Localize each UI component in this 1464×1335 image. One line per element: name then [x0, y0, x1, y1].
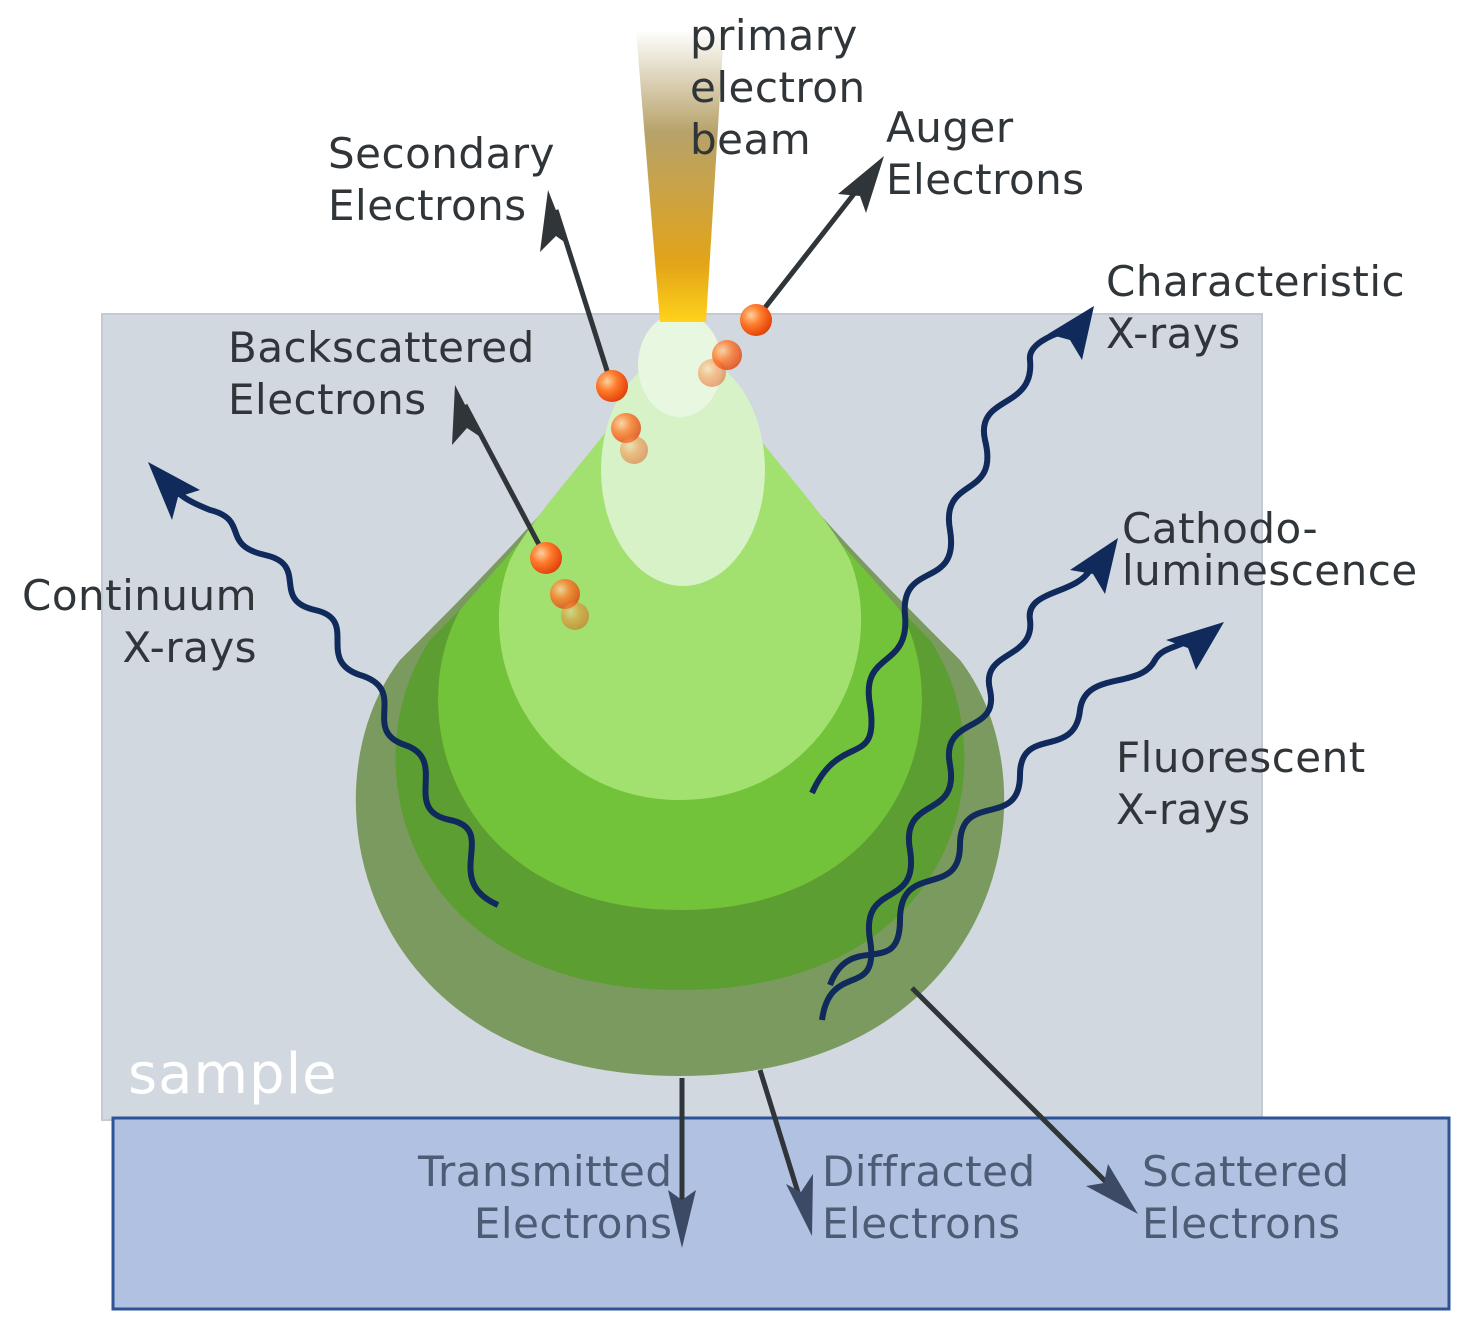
interaction-volume-center — [638, 313, 722, 417]
label-secondary-electrons: Secondary Electrons — [328, 129, 555, 230]
secondary-electrons-arrowhead — [540, 190, 570, 252]
continuum-xray-arrowhead — [148, 462, 200, 520]
backscattered-electrons-arrow — [462, 403, 547, 556]
auger-electrons-arrow — [758, 174, 870, 316]
electron-particle — [620, 436, 648, 464]
diffracted-electrons-arrowhead — [786, 1174, 813, 1236]
backscattered-electrons-arrowhead — [452, 385, 482, 445]
cathodoluminescence-arrowhead — [1070, 538, 1118, 594]
primary-electron-beam — [636, 30, 724, 322]
electron-particles — [530, 304, 772, 630]
electron-particle — [550, 579, 580, 609]
label-auger-electrons: Auger Electrons — [886, 103, 1085, 204]
label-continuum-xrays: Continuum X-rays — [22, 571, 258, 672]
interaction-volume-core — [601, 354, 765, 586]
characteristic-xray-wave — [809, 327, 1069, 795]
label-characteristic-xrays: Characteristic X-rays — [1106, 257, 1406, 358]
fluorescent-xray-arrowhead — [1166, 622, 1224, 670]
electron-particle — [698, 359, 726, 387]
electron-particle — [561, 602, 589, 630]
electron-particle — [740, 304, 772, 336]
cathodoluminescence-wave — [819, 568, 1093, 1021]
fluorescent-xray-wave — [827, 637, 1192, 987]
label-fluorescent-xrays: Fluorescent X-rays — [1116, 733, 1366, 834]
characteristic-xray-arrowhead — [1048, 306, 1094, 360]
auger-electrons-arrowhead — [838, 156, 884, 213]
label-transmitted-electrons: Transmitted Electrons — [418, 1147, 673, 1248]
label-scattered-electrons: Scattered Electrons — [1142, 1147, 1350, 1248]
scattered-electrons-arrowhead — [1086, 1164, 1138, 1214]
label-diffracted-electrons: Diffracted Electrons — [822, 1147, 1036, 1248]
label-backscattered-electrons: Backscattered Electrons — [228, 323, 535, 424]
scattered-electrons-arrow — [910, 986, 1124, 1200]
electron-particle — [596, 370, 628, 402]
label-cathodoluminescence: Cathodo- luminescence — [1122, 504, 1418, 595]
electron-particle — [611, 413, 641, 443]
label-sample: sample — [128, 1042, 338, 1107]
label-primary-electron-beam: primary electron beam — [690, 11, 866, 164]
continuum-xray-wave — [167, 482, 500, 908]
transmitted-electrons-arrowhead — [668, 1190, 696, 1248]
electron-particle — [530, 542, 562, 574]
detector-region — [111, 1116, 1451, 1311]
